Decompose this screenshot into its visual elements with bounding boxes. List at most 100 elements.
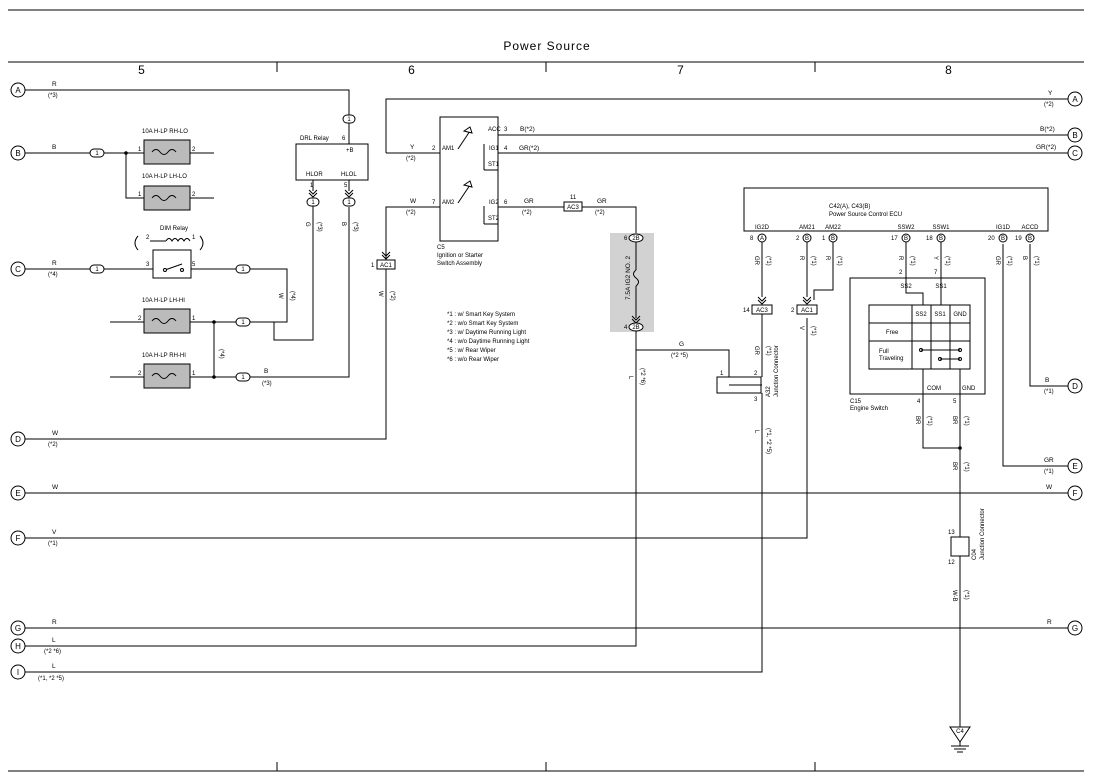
svg-text:(*2): (*2) [48,442,58,448]
svg-text:AM21: AM21 [799,225,815,231]
svg-text:C04: C04 [972,548,978,560]
svg-text:GR: GR [753,346,759,356]
svg-text:2: 2 [754,371,758,377]
svg-text:I: I [17,668,19,677]
wire-color: Y [410,144,415,151]
svg-text:2B: 2B [632,236,639,242]
svg-text:(*2 *6): (*2 *6) [44,649,61,655]
wire-l-i [25,393,763,673]
svg-text:3: 3 [754,397,758,403]
svg-text:1: 1 [192,371,196,377]
svg-text:IG2D: IG2D [755,225,770,231]
svg-text:Power Source Control ECU: Power Source Control ECU [829,212,902,218]
svg-text:DRL Relay: DRL Relay [300,136,329,142]
svg-text:1: 1 [138,192,142,198]
svg-text:B(*2): B(*2) [1040,126,1055,133]
svg-text:R: R [52,260,57,267]
svg-text:2: 2 [796,236,800,242]
svg-text:(*1): (*1) [765,346,771,356]
svg-text:10A H-LP RH-HI: 10A H-LP RH-HI [142,353,186,359]
svg-text:L: L [753,430,759,434]
svg-text:4: 4 [504,146,508,152]
svg-text:7: 7 [934,270,938,276]
left-ref-i: I L (*1, *2 *5) [10,663,64,682]
connector-1: 1 [342,197,356,207]
svg-text:IG1: IG1 [489,146,499,152]
page-title: Power Source [503,39,590,53]
svg-text:AC1: AC1 [380,263,392,269]
svg-text:5: 5 [344,183,348,189]
svg-text:C5: C5 [437,245,445,251]
svg-text:18: 18 [926,236,933,242]
svg-text:GND: GND [953,312,967,318]
svg-text:ST1: ST1 [488,162,500,168]
svg-text:R: R [52,619,57,626]
svg-text:6: 6 [342,136,346,142]
svg-text:C: C [15,265,21,274]
connector-1: 1 [306,197,320,207]
wire-color: V [798,326,804,330]
svg-text:C4: C4 [956,729,964,735]
left-ref-g: G R [10,619,57,636]
svg-text:(*4): (*4) [289,291,295,301]
svg-text:C42(A), C43(B): C42(A), C43(B) [829,204,870,210]
svg-text:ST2: ST2 [488,216,500,222]
svg-text:(*1, *2 *5): (*1, *2 *5) [38,676,64,682]
svg-text:*3 : w/ Daytime Running Light: *3 : w/ Daytime Running Light [447,330,526,336]
svg-text:B: B [1021,256,1027,260]
svg-text:(*1): (*1) [926,416,932,426]
connector-1: 1 [235,264,251,274]
svg-text:GND: GND [962,386,976,392]
svg-text:(*1, *2 *5): (*1, *2 *5) [765,428,771,454]
left-ref-c: C R (*4) [10,260,58,278]
connector-1: 1 [235,372,251,382]
svg-text:B: B [805,236,809,242]
svg-text:(*1): (*1) [1033,256,1039,266]
svg-text:AM1: AM1 [442,146,455,152]
svg-text:L: L [627,376,633,380]
svg-text:13: 13 [948,530,955,536]
connector-1: 1 [89,148,105,158]
svg-text:H: H [15,642,21,651]
svg-text:COM: COM [927,386,941,392]
svg-text:2B: 2B [632,325,639,331]
svg-text:*6 : w/o Rear Wiper: *6 : w/o Rear Wiper [447,357,499,363]
svg-text:(*2 *5): (*2 *5) [671,353,688,359]
svg-text:1: 1 [138,147,142,153]
svg-text:B: B [1028,236,1032,242]
wire-color: W-B [951,590,957,602]
svg-text:12: 12 [948,560,955,566]
svg-text:ACC: ACC [488,127,501,133]
svg-text:B: B [1045,377,1049,384]
svg-text:AM2: AM2 [442,200,455,206]
wire-color: B [340,222,346,226]
wire-r-a [25,89,350,115]
connector-ac3: AC3 14 [743,304,773,315]
svg-text:A: A [15,86,21,95]
wire-l-h [25,331,637,647]
svg-text:*4 : w/o Daytime Running Light: *4 : w/o Daytime Running Light [447,339,530,345]
column-number: 7 [677,63,685,77]
right-ref-d: D B (*1) [1044,377,1083,395]
svg-text:20: 20 [988,236,995,242]
svg-text:(*1): (*1) [963,462,969,472]
svg-text:1: 1 [371,263,375,269]
svg-text:Ignition or Starter: Ignition or Starter [437,253,483,259]
svg-text:(*1): (*1) [963,590,969,600]
svg-text:10A H-LP LH-LO: 10A H-LP LH-LO [142,174,187,180]
engine-switch: C15 Engine Switch 2 7 SS2 SS1 SS2 SS1 GN… [849,270,986,412]
svg-text:(*4): (*4) [48,272,58,278]
svg-text:1: 1 [192,316,196,322]
column-number: 8 [945,63,953,77]
svg-text:(*1): (*1) [810,256,816,266]
svg-text:(*1): (*1) [765,256,771,266]
right-ref-f: F W [1046,484,1083,501]
wire-color: GR [753,256,759,266]
wire-gr-ig1d [1002,244,1068,467]
wire-color: B(*2) [520,126,535,133]
svg-text:11: 11 [570,195,577,201]
junction-a32: 1 2 3 A32 Junction Connector [716,345,780,403]
svg-text:(*3): (*3) [48,93,58,99]
svg-text:1: 1 [311,200,315,206]
